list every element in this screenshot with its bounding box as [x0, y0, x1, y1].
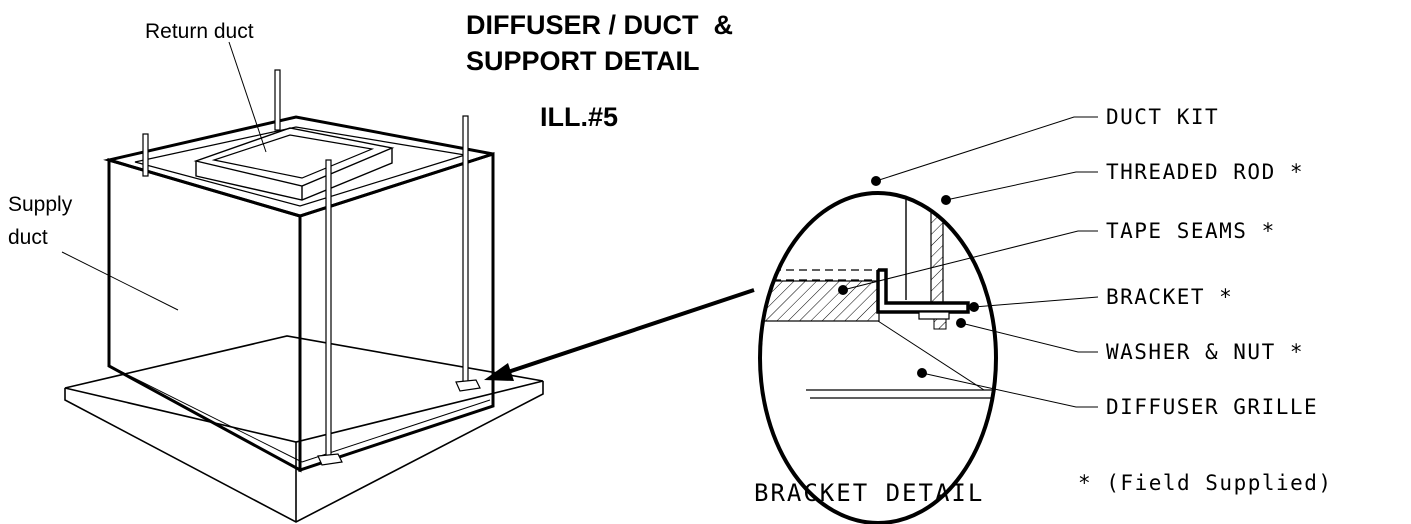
- rod-back-right: [274, 69, 281, 131]
- washer: [918, 311, 950, 320]
- return-duct-label: Return duct: [145, 20, 254, 43]
- rod-bracket-right: [455, 379, 481, 392]
- bracket-detail: [758, 116, 1099, 524]
- title-line-1: DIFFUSER / DUCT &: [466, 10, 733, 40]
- rod-front-right: [462, 115, 469, 383]
- supply-duct-leader: [61, 251, 179, 311]
- supply-duct-label-1: Supply: [8, 193, 73, 216]
- return-duct-opening: [211, 134, 375, 179]
- supply-duct-bottom-inner: [113, 367, 303, 463]
- rod-front-left: [325, 159, 332, 457]
- rod-bracket-left: [317, 453, 343, 466]
- callout-duct-kit: DUCT KIT: [1106, 105, 1219, 129]
- callout-tape-seams: TAPE SEAMS *: [1106, 219, 1276, 243]
- callout-washer-nut: WASHER & NUT *: [1106, 340, 1304, 364]
- rod-back-left: [142, 133, 149, 177]
- bracket-section: [876, 268, 970, 314]
- diffuser-grille-section: [806, 389, 996, 399]
- field-supplied-note: * (Field Supplied): [1078, 471, 1333, 495]
- callout-threaded-rod: THREADED ROD *: [1106, 160, 1304, 184]
- callout-diffuser-grille: DIFFUSER GRILLE: [1106, 395, 1318, 419]
- callout-leaders: [842, 116, 1099, 408]
- diffuser-flange: [760, 280, 880, 322]
- supply-duct-bottom-inner-2: [301, 399, 491, 463]
- supply-duct-left-face: [107, 157, 302, 473]
- return-duct-leader: [228, 41, 267, 153]
- supply-duct-label-2: duct: [8, 226, 48, 249]
- return-duct-top: [193, 127, 395, 187]
- illustration-number: ILL.#5: [540, 102, 618, 132]
- detail-caption: BRACKET DETAIL: [754, 479, 984, 507]
- detail-circle: [758, 191, 998, 524]
- duct-assembly: [61, 41, 544, 523]
- supply-duct-right-face: [298, 151, 495, 473]
- threaded-rod-section: [930, 209, 944, 316]
- nut: [933, 318, 947, 330]
- detail-pointer-arrow: [484, 288, 755, 381]
- callout-bracket: BRACKET *: [1106, 285, 1233, 309]
- title-line-2: SUPPORT DETAIL: [466, 46, 700, 76]
- threaded-rods: [142, 69, 481, 466]
- diffuser-plate-edge: [64, 381, 544, 523]
- supply-duct-top: [103, 115, 494, 218]
